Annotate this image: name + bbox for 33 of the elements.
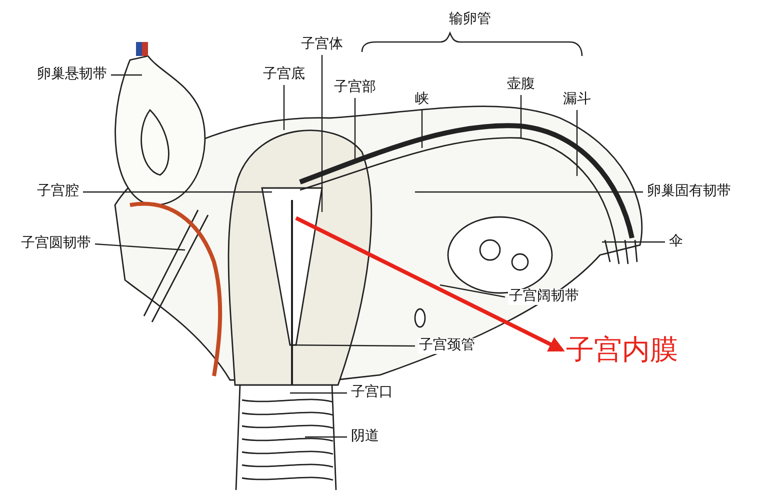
part-label: 输卵管: [448, 12, 492, 28]
part-label: 子宫腔: [36, 184, 80, 200]
leader-line: [354, 98, 356, 160]
arrow: [295, 216, 565, 352]
leader-line: [440, 284, 506, 298]
part-label: 子宫体: [300, 37, 344, 53]
part-label: 子宫阔韧带: [508, 289, 580, 305]
leader-line: [421, 110, 423, 148]
leader-line: [94, 243, 186, 251]
leader-line: [283, 85, 285, 130]
leader-line: [290, 344, 415, 347]
part-label: 子宫口: [350, 385, 394, 401]
part-label: 阴道: [350, 429, 380, 445]
part-label: 壶腹: [506, 77, 536, 93]
part-label: 子宫颈管: [418, 338, 476, 354]
part-label: 子宫圆韧带: [20, 236, 92, 252]
part-label: 峡: [414, 92, 430, 108]
part-label: 伞: [668, 234, 684, 250]
leader-line: [576, 110, 578, 176]
leader-line: [305, 436, 347, 438]
part-label: 子宫底: [262, 67, 306, 83]
part-label: 子宫内膜: [565, 334, 679, 366]
part-label: 漏斗: [562, 92, 592, 108]
part-label: 卵巢固有韧带: [646, 184, 732, 200]
leader-line: [111, 74, 142, 76]
part-label: 卵巢悬韧带: [36, 67, 108, 83]
leader-line: [290, 392, 347, 394]
leader-line: [321, 55, 323, 212]
part-label: 子宫部: [333, 80, 377, 96]
leader-line: [83, 191, 272, 193]
leader-line: [520, 95, 522, 138]
leader-line: [602, 241, 665, 243]
leader-line: [415, 191, 643, 193]
